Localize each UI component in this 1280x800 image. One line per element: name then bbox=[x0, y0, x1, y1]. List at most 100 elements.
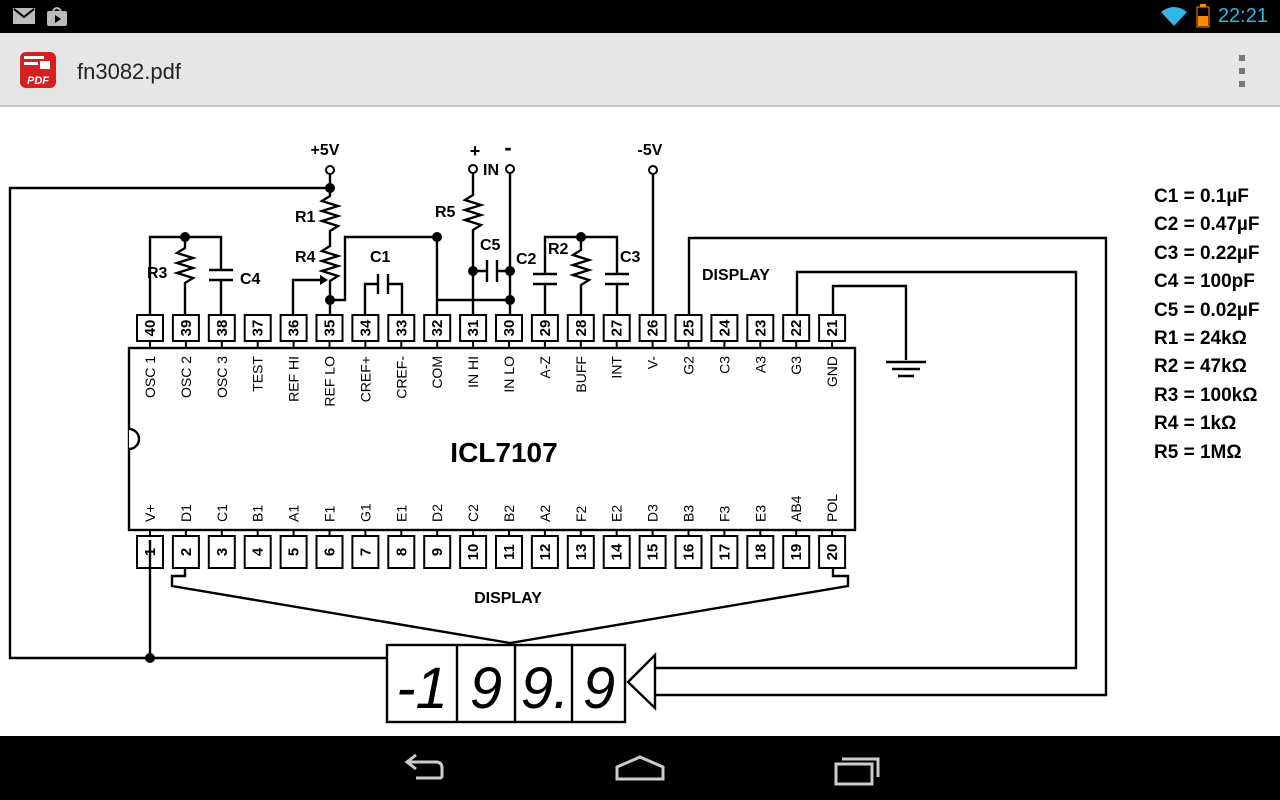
overflow-menu-button[interactable] bbox=[1234, 55, 1250, 87]
pin-label: E1 bbox=[393, 505, 409, 522]
pin-7: 7G1 bbox=[351, 503, 380, 569]
pin-label: A3 bbox=[752, 356, 768, 373]
status-bar: 22:21 bbox=[0, 0, 1280, 33]
pin-number: 31 bbox=[465, 320, 482, 337]
pin-label: C1 bbox=[214, 504, 230, 522]
chip-notch bbox=[128, 427, 141, 451]
pin-number: 16 bbox=[681, 544, 698, 561]
pin-number: 8 bbox=[393, 548, 410, 556]
pin-number: 25 bbox=[681, 320, 698, 337]
legend-item: C4 = 100pF bbox=[1154, 271, 1255, 293]
pin-2: 2 D1 bbox=[171, 504, 200, 569]
pin-number: 18 bbox=[752, 544, 769, 561]
capacitor-c2 bbox=[533, 272, 557, 286]
pin-number: 2 bbox=[178, 548, 195, 556]
pin-label: CREF+ bbox=[357, 356, 373, 402]
legend-item: R3 = 100kΩ bbox=[1154, 384, 1258, 406]
pin-number: 28 bbox=[573, 320, 590, 337]
pin-label: F1 bbox=[322, 505, 338, 522]
label-c3: C3 bbox=[620, 249, 641, 266]
display-label-top: DISPLAY bbox=[702, 267, 770, 284]
capacitor-c3 bbox=[605, 272, 629, 286]
pin-18: 18 E3 bbox=[746, 505, 775, 569]
action-bar: PDF fn3082.pdf bbox=[0, 33, 1280, 107]
pin-label: G2 bbox=[681, 356, 697, 375]
display-digit-3: 9. bbox=[521, 656, 569, 721]
pin-number: 26 bbox=[645, 320, 662, 337]
pin-label: C2 bbox=[465, 504, 481, 522]
battery-icon bbox=[1196, 4, 1210, 28]
app-icon-label: PDF bbox=[27, 75, 49, 87]
pin-number: 30 bbox=[501, 320, 518, 337]
junction-dot bbox=[432, 232, 442, 242]
wiper-r4 bbox=[291, 278, 320, 315]
label-c4: C4 bbox=[240, 271, 261, 288]
pin-3: 3 C1 bbox=[207, 504, 236, 569]
wire bbox=[328, 235, 439, 315]
legend-item: C1 = 0.1µF bbox=[1154, 186, 1249, 207]
pin-label: OSC 2 bbox=[178, 356, 194, 398]
bottom-pin-row: 1V+2D13C14B15A16F17G18E19D210C211B212A21… bbox=[136, 494, 847, 569]
supply-neg-label: -5V bbox=[638, 142, 663, 159]
pin-label: D2 bbox=[429, 504, 445, 522]
pin-number: 19 bbox=[788, 544, 805, 561]
pin-9: 9D2 bbox=[423, 504, 452, 569]
back-button[interactable] bbox=[396, 750, 456, 790]
pin-label: COM bbox=[429, 356, 445, 389]
pin-number: 27 bbox=[609, 320, 626, 337]
resistor-r1 bbox=[317, 188, 343, 238]
pin-label: E3 bbox=[752, 505, 768, 522]
junction-dot bbox=[145, 653, 155, 663]
pin-label: OSC 3 bbox=[214, 356, 230, 398]
pin-label: G1 bbox=[357, 503, 373, 522]
supply-pos-terminal bbox=[325, 165, 335, 175]
chip-body bbox=[127, 346, 857, 532]
seven-segment-display bbox=[385, 643, 627, 724]
pin-number: 20 bbox=[824, 544, 841, 561]
label-c1: C1 bbox=[370, 249, 391, 266]
pin-5: 5A1 bbox=[279, 505, 308, 569]
display-bus-bracket bbox=[170, 568, 850, 645]
pdf-app-icon[interactable]: PDF bbox=[18, 50, 58, 90]
pin-number: 34 bbox=[357, 319, 374, 336]
pin-number: 3 bbox=[214, 548, 231, 556]
pin-number: 22 bbox=[788, 320, 805, 337]
input-plus-terminal bbox=[468, 164, 478, 174]
pin-label: POL bbox=[824, 494, 840, 522]
pin-number: 17 bbox=[716, 544, 733, 561]
pin-label: A1 bbox=[286, 505, 302, 522]
pin-label: D1 bbox=[178, 504, 194, 522]
home-button[interactable] bbox=[610, 750, 670, 790]
junction-dot bbox=[505, 266, 515, 276]
pin-number: 12 bbox=[537, 544, 554, 561]
legend-item: R1 = 24kΩ bbox=[1154, 327, 1247, 349]
input-minus-label: - bbox=[504, 135, 511, 160]
capacitor-c1 bbox=[363, 274, 404, 315]
legend-item: R2 = 47kΩ bbox=[1154, 356, 1247, 378]
label-c5: C5 bbox=[480, 237, 501, 254]
overflow-dot-icon bbox=[1239, 55, 1245, 61]
pin-number: 10 bbox=[465, 544, 482, 561]
label-r3: R3 bbox=[147, 265, 168, 282]
pin-label: IN HI bbox=[465, 356, 481, 388]
capacitor-c4 bbox=[209, 268, 233, 282]
recent-apps-button[interactable] bbox=[826, 750, 886, 790]
wire bbox=[655, 270, 1078, 670]
resistor-r5 bbox=[460, 173, 486, 315]
pin-label: V+ bbox=[142, 504, 158, 522]
pin-26: 26V- bbox=[638, 314, 667, 369]
label-r1: R1 bbox=[295, 209, 316, 226]
pin-number: 24 bbox=[716, 319, 733, 336]
